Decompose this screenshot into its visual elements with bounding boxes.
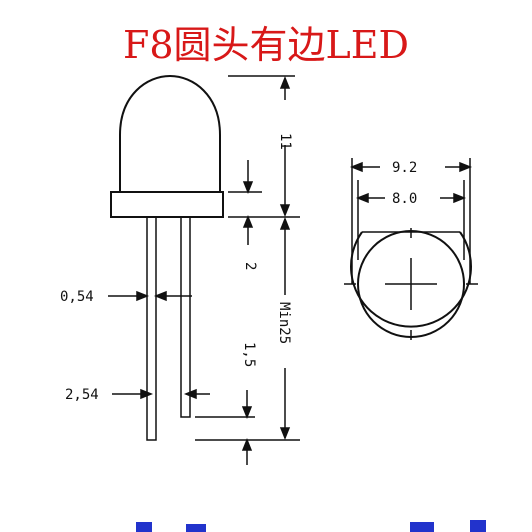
vertical-dimensions <box>195 75 300 465</box>
led-side-view <box>110 74 224 441</box>
label-body-diameter: 8.0 <box>392 191 417 207</box>
label-lead-width: 0,54 <box>60 289 94 305</box>
led-dome <box>119 74 221 192</box>
horizontal-dimensions <box>108 290 210 400</box>
label-lead-length: Min25 <box>276 302 292 344</box>
label-body-height: 11 <box>277 133 293 150</box>
led-flange <box>110 191 224 218</box>
lead-right <box>180 216 191 418</box>
flange-outline <box>350 231 472 328</box>
label-lead-pitch: 2,54 <box>65 387 99 403</box>
page-title: F8圆头有边LED <box>123 23 409 67</box>
label-flange-height: 2 <box>242 262 258 270</box>
label-flange-diameter: 9.2 <box>392 160 417 176</box>
footer-marks <box>136 520 486 532</box>
lead-left <box>146 216 157 441</box>
top-dimensions <box>349 158 473 284</box>
led-top-view <box>344 228 478 340</box>
label-lead-offset: 1,5 <box>241 342 257 367</box>
